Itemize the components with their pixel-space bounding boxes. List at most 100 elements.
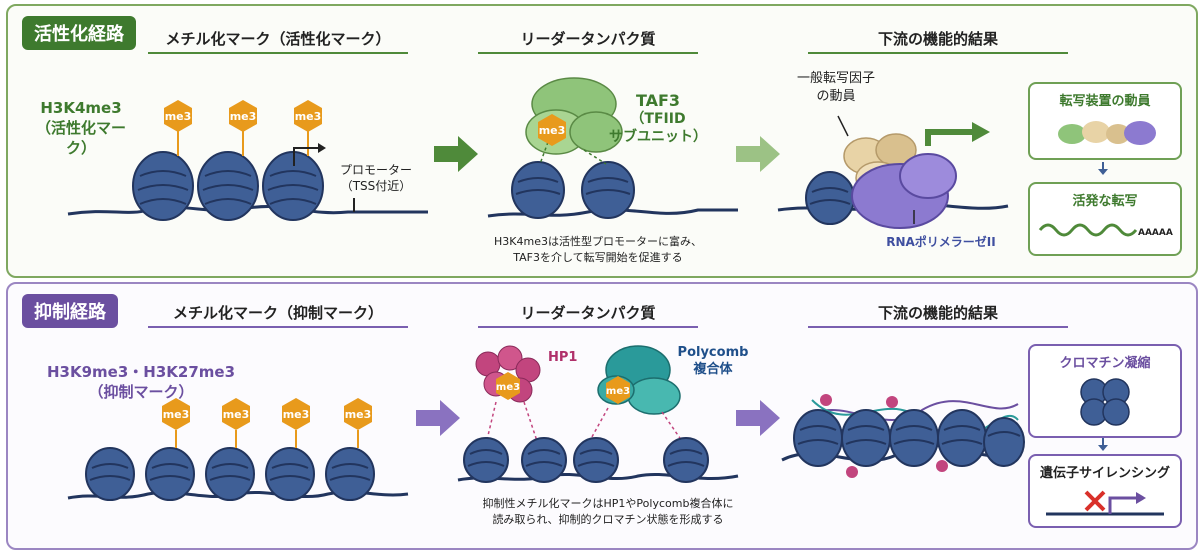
transcription-machinery-illustration xyxy=(777,115,1009,229)
promoter-tss: （TSS付近） xyxy=(340,179,412,193)
nucleosome xyxy=(205,447,255,501)
svg-text:me3: me3 xyxy=(283,408,310,421)
result-active-transcription-box: 活発な転写 AAAAA xyxy=(1028,182,1182,256)
machinery-icon xyxy=(1058,121,1156,145)
polya-tail-label: AAAAA xyxy=(1138,228,1173,238)
nucleosome xyxy=(663,437,709,483)
svg-text:me3: me3 xyxy=(230,110,257,123)
mrna-wave-icon xyxy=(1038,223,1138,237)
polymerase-label: RNAポリメラーゼII xyxy=(886,235,996,249)
nucleosome xyxy=(573,437,619,483)
nucleosome xyxy=(841,409,891,467)
svg-text:me3: me3 xyxy=(163,408,190,421)
svg-text:me3: me3 xyxy=(345,408,372,421)
taf3-label: TAF3 （TFIID サブユニット） xyxy=(608,92,708,146)
result-down-arrow-icon xyxy=(1098,162,1108,175)
me3-badge: me3 xyxy=(496,372,520,400)
activation-arrow-2-icon xyxy=(736,136,780,172)
repression-mark-type: （抑制マーク） xyxy=(88,383,194,401)
promoter-label: プロモーター （TSS付近） xyxy=(326,162,426,194)
activation-mark-name: H3K4me3 xyxy=(40,99,122,117)
repression-col-result-heading: 下流の機能的結果 xyxy=(877,304,998,322)
activation-panel: 活性化経路 メチル化マーク（活性化マーク） リーダータンパク質 下流の機能的結果… xyxy=(6,4,1198,278)
polycomb-label: Polycomb 複合体 xyxy=(668,344,758,378)
repression-caption: 抑制性メチル化マークはHP1やPolycomb複合体に 読み取られ、抑制的クロマ… xyxy=(448,496,768,528)
nucleosome xyxy=(132,151,194,221)
result-recruitment-box: 転写装置の動員 xyxy=(1028,82,1182,160)
nucleosome xyxy=(511,161,565,219)
result-silencing-title: 遺伝子サイレンシング xyxy=(1039,466,1170,481)
svg-text:me3: me3 xyxy=(165,110,192,123)
condensed-chromatin-illustration xyxy=(781,394,1025,478)
polycomb-complex-label: 複合体 xyxy=(693,362,733,377)
repression-reader-illustration: me3 me3 xyxy=(457,345,739,483)
activation-caption-line1: H3K4me3は活性型プロモーターに富み、 xyxy=(494,235,702,248)
nucleosome xyxy=(889,409,939,467)
activation-caption-line2: TAF3を介して転写開始を促進する xyxy=(513,251,683,264)
nucleosome xyxy=(793,409,843,467)
activation-col-mark-rule xyxy=(148,52,408,54)
activation-col-mark-heading: メチル化マーク（活性化マーク） xyxy=(165,30,391,48)
me3-badge: me3 xyxy=(294,100,322,132)
taf3-complex: （TFIID xyxy=(630,111,686,127)
gtf-name: 一般転写因子 xyxy=(796,71,875,86)
repression-col-reader-heading: リーダータンパク質 xyxy=(520,304,656,322)
me3-badge: me3 xyxy=(538,114,566,146)
activation-mark-label: H3K4me3 （活性化マーク） xyxy=(26,98,136,158)
nucleosome xyxy=(581,161,635,219)
repression-nucleosome-array: me3 me3 me3 me3 xyxy=(67,398,409,501)
transcription-arrow-icon xyxy=(925,129,974,146)
result-active-transcription-title: 活発な転写 xyxy=(1072,194,1138,209)
activation-title: 活性化経路 xyxy=(22,16,136,50)
nucleosome xyxy=(463,437,509,483)
repression-arrow-1-icon xyxy=(416,400,460,436)
me3-badge: me3 xyxy=(606,376,630,404)
nucleosome xyxy=(805,171,855,225)
svg-text:me3: me3 xyxy=(295,110,322,123)
block-x-icon xyxy=(1084,490,1106,512)
me3-badge: me3 xyxy=(344,398,372,430)
nucleosome xyxy=(265,447,315,501)
taf3-name: TAF3 xyxy=(635,91,681,110)
gtf-label: 一般転写因子 の動員 xyxy=(786,70,886,106)
result-recruitment-title: 転写装置の動員 xyxy=(1059,94,1151,109)
taf3-reader-illustration: me3 xyxy=(487,77,738,219)
activation-mark-type: （活性化マーク） xyxy=(35,119,126,157)
me3-badge: me3 xyxy=(282,398,310,430)
activation-col-result-heading: 下流の機能的結果 xyxy=(877,30,998,48)
repression-col-result-rule xyxy=(808,326,1068,328)
nucleosome xyxy=(983,417,1025,467)
repression-mark-label: H3K9me3・H3K27me3 （抑制マーク） xyxy=(36,362,246,402)
tss-arrow-icon xyxy=(293,147,318,166)
result-silencing-box: 遺伝子サイレンシング xyxy=(1028,454,1182,528)
repression-mark-name: H3K9me3・H3K27me3 xyxy=(46,363,236,381)
me3-badge: me3 xyxy=(229,100,257,132)
polycomb-name: Polycomb xyxy=(677,345,749,360)
svg-text:me3: me3 xyxy=(539,124,566,137)
activation-arrow-1-icon xyxy=(434,136,478,172)
hp1-label: HP1 xyxy=(548,350,578,365)
result-condensation-title: クロマチン凝縮 xyxy=(1059,356,1151,371)
repression-arrow-2-icon xyxy=(736,400,780,436)
svg-text:me3: me3 xyxy=(223,408,250,421)
result-condensation-box: クロマチン凝縮 xyxy=(1028,344,1182,438)
me3-badge: me3 xyxy=(164,100,192,132)
silenced-gene-icon xyxy=(1046,490,1164,516)
promoter-name: プロモーター xyxy=(339,163,412,177)
taf3-subunit: サブユニット） xyxy=(609,129,707,145)
gtf-recruit: の動員 xyxy=(816,89,856,104)
svg-text:me3: me3 xyxy=(606,386,630,397)
activation-col-result-rule xyxy=(808,52,1068,54)
repression-col-reader-rule xyxy=(478,326,698,328)
nucleosome xyxy=(521,437,567,483)
activation-caption: H3K4me3は活性型プロモーターに富み、 TAF3を介して転写開始を促進する xyxy=(448,234,748,266)
nucleosome xyxy=(197,151,259,221)
activation-col-reader-rule xyxy=(478,52,698,54)
repression-col-mark-rule xyxy=(148,326,408,328)
nucleosome xyxy=(85,447,135,501)
rna-polymerase-ii xyxy=(851,153,957,229)
repression-title: 抑制経路 xyxy=(22,294,118,328)
activation-col-reader-heading: リーダータンパク質 xyxy=(520,30,656,48)
nucleosome xyxy=(325,447,375,501)
result-down-arrow-2-icon xyxy=(1098,438,1108,451)
